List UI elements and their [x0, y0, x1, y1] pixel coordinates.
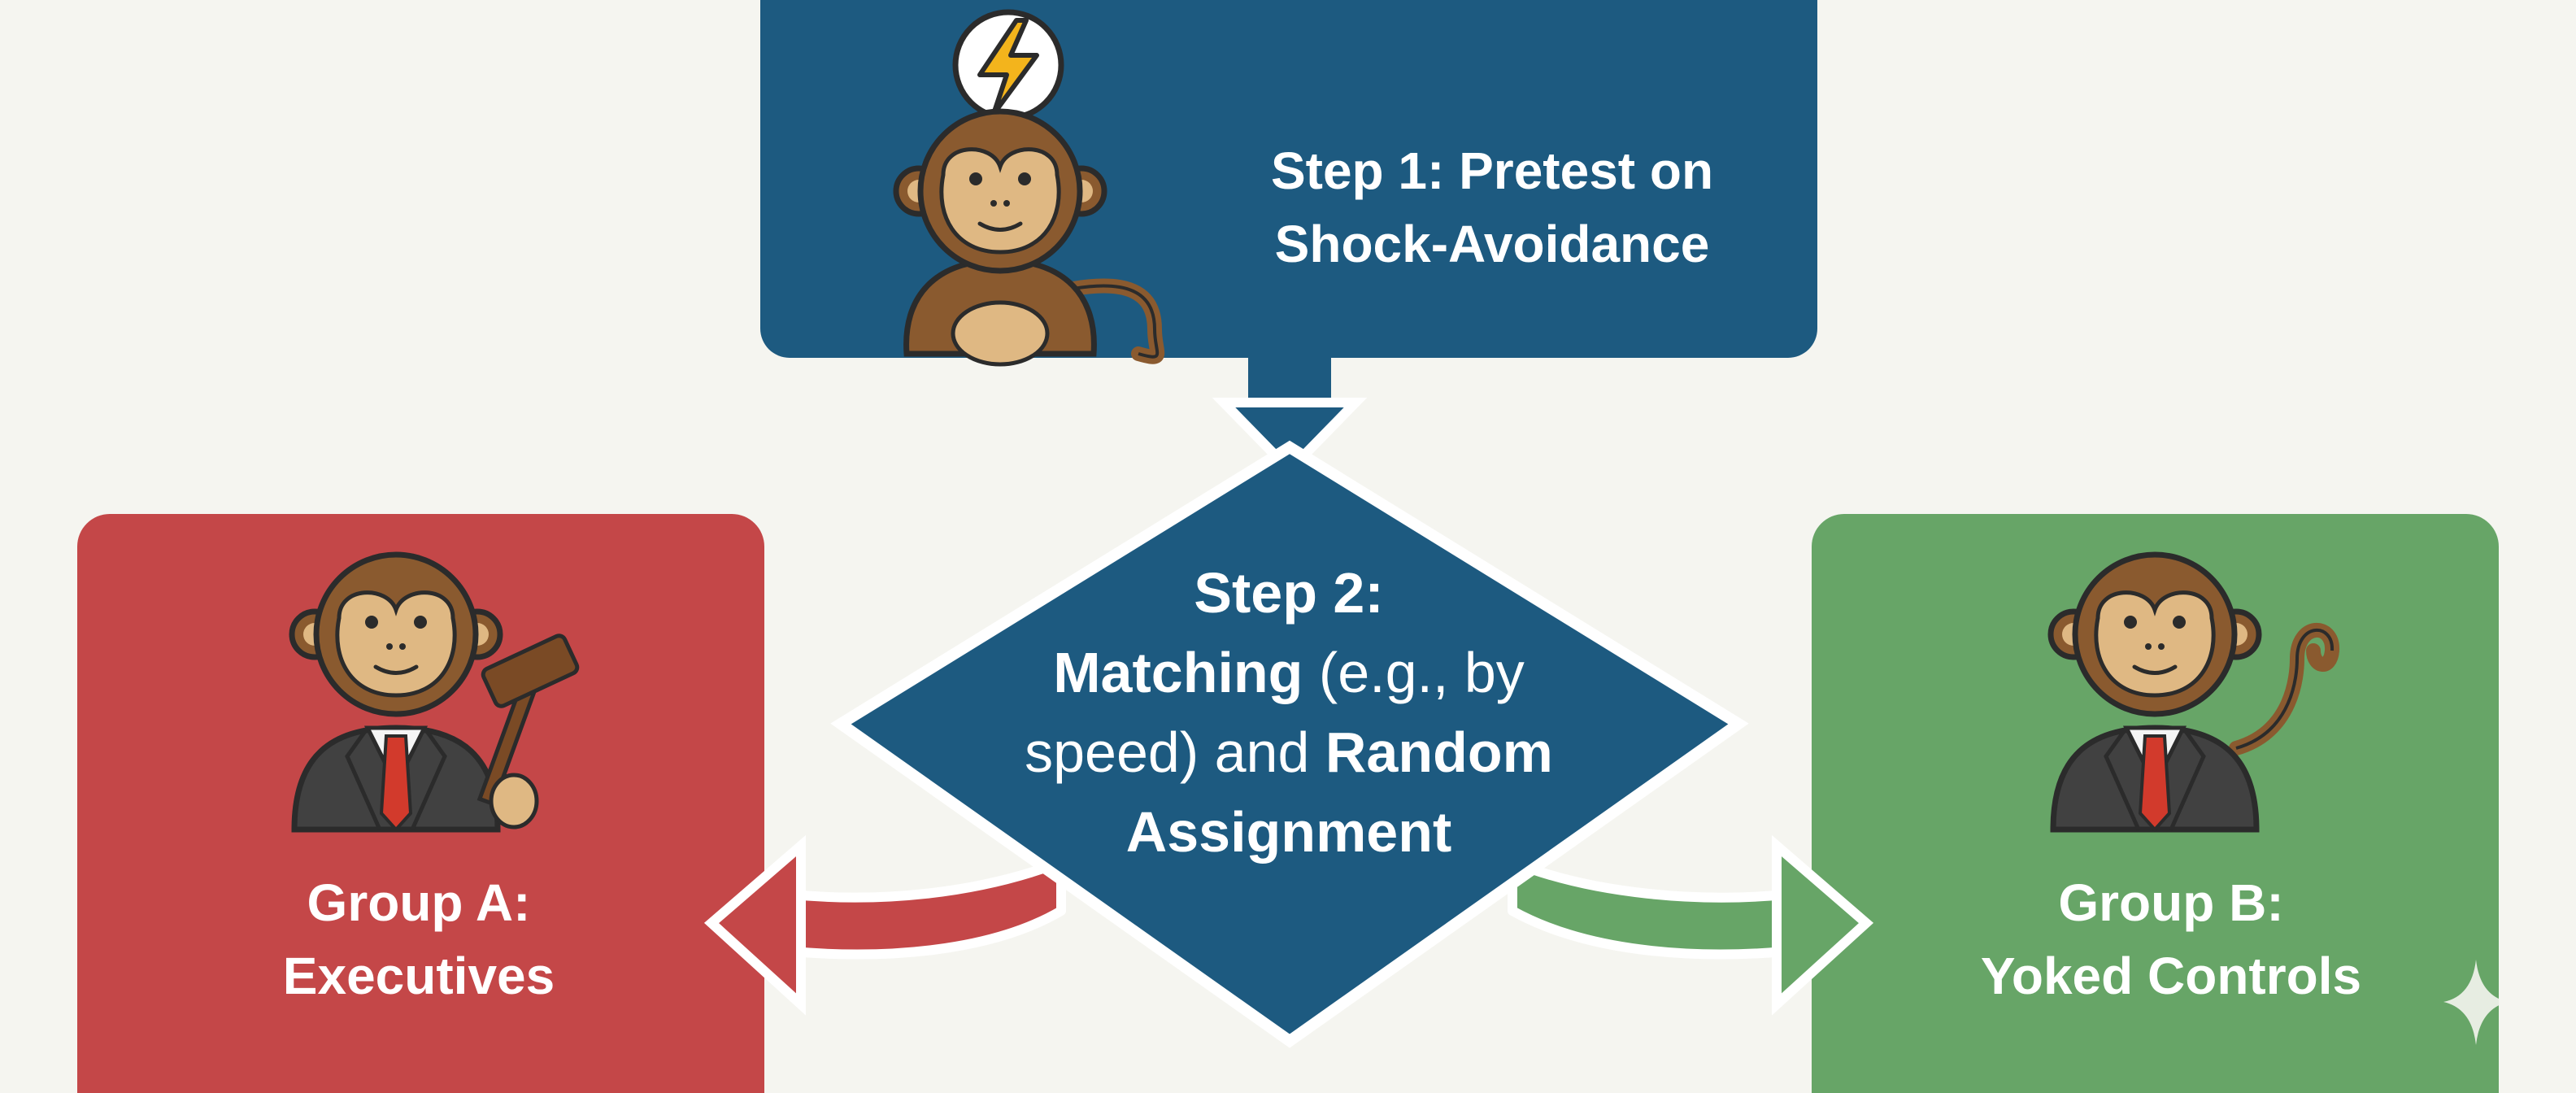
gavel-icon: [476, 634, 580, 830]
groupA-label: Group A: Executives: [77, 866, 760, 1012]
monkey-step1-icon: [893, 108, 1165, 367]
monkey-executive-icon: [289, 551, 580, 833]
arrow-to-groupB: [1508, 834, 1874, 1016]
step2-label: Step 2: Matching (e.g., by speed) and Ra…: [919, 553, 1659, 872]
groupA-line2: Executives: [282, 947, 555, 1005]
groupB-line1: Group B:: [2058, 873, 2284, 932]
step2-matching: Matching: [1053, 641, 1303, 704]
step2-speed: speed) and: [1025, 721, 1325, 784]
step1-line1: Step 1: Pretest on: [1270, 142, 1714, 200]
step1-line2: Shock-Avoidance: [1274, 215, 1710, 273]
step2-random: Random: [1325, 721, 1553, 784]
groupA-line1: Group A:: [307, 873, 531, 932]
step2-assignment: Assignment: [1125, 800, 1452, 864]
groupB-line2: Yoked Controls: [1980, 947, 2362, 1005]
step2-diamond: [830, 440, 1749, 1048]
down-arrow: [1212, 354, 1368, 477]
step2-line1: Step 2:: [1194, 561, 1384, 625]
monkey-control-icon: [2047, 551, 2339, 833]
groupB-label: Group B: Yoked Controls: [1813, 866, 2529, 1012]
step2-eg: (e.g., by: [1303, 641, 1525, 704]
sparkle-icon: [2443, 960, 2509, 1045]
arrow-to-groupA: [703, 834, 1066, 1016]
step1-label: Step 1: Pretest on Shock-Avoidance: [1171, 134, 1813, 281]
